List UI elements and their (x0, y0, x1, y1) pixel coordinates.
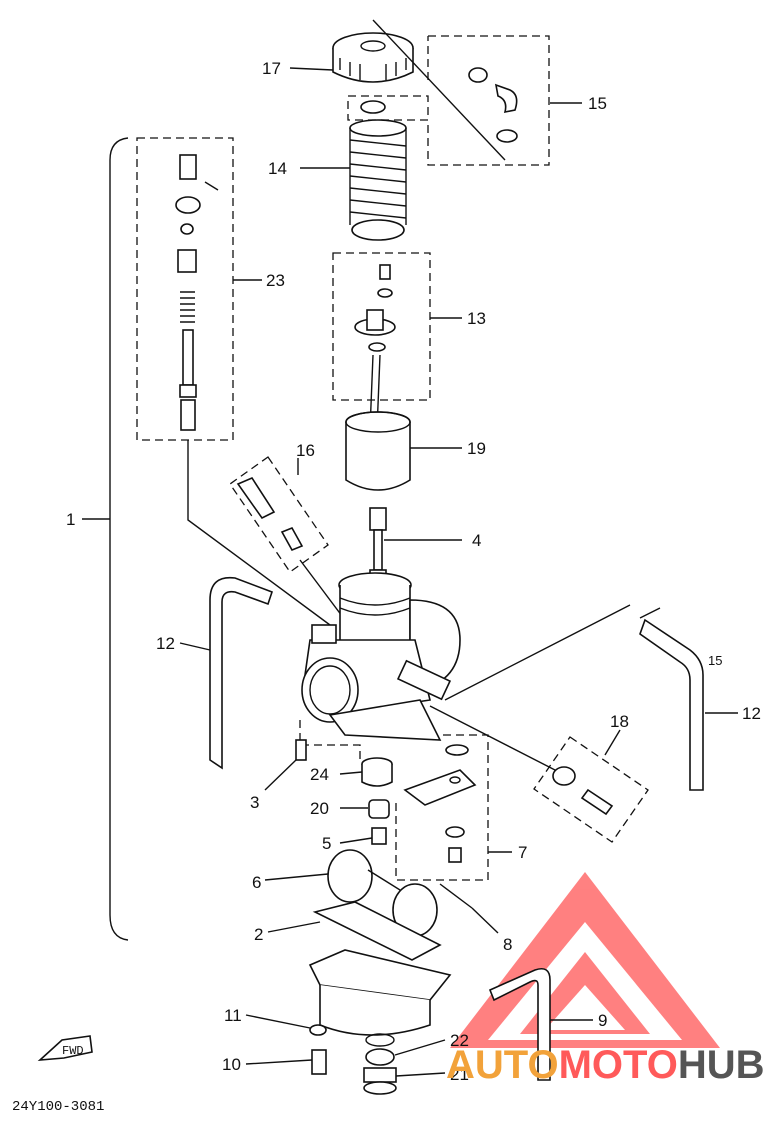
group-box-15-lower (347, 95, 429, 121)
watermark-text: AUTOMOTOHUB (446, 1043, 765, 1087)
label-7: 7 (518, 843, 527, 862)
part-spring-14 (349, 119, 407, 241)
part-plug-21 (363, 1067, 397, 1095)
part-plate-7 (403, 744, 477, 863)
leader-lines (179, 67, 738, 1077)
label-8: 8 (503, 935, 512, 954)
label-1: 1 (66, 510, 75, 529)
label-3: 3 (250, 793, 259, 812)
part-valve-24 (361, 757, 393, 787)
hose-9 (488, 967, 551, 1081)
label-17: 17 (262, 59, 281, 78)
assembly-bracket (109, 137, 129, 941)
carburetor-body (301, 572, 461, 741)
label-12-right: 12 (742, 704, 761, 723)
part-screw-3 (295, 739, 307, 761)
group-box-23 (136, 137, 234, 441)
part-washer-11 (309, 1024, 327, 1036)
part-jet-4 (369, 507, 387, 581)
hose-12-left (209, 576, 274, 770)
label-15-right: 15 (708, 653, 722, 668)
part-gasket-22 (365, 1048, 395, 1066)
diagram-code: 24Y100-3081 (12, 1099, 104, 1115)
label-23: 23 (266, 271, 285, 290)
label-24: 24 (310, 765, 329, 784)
part-jet-20 (368, 799, 390, 819)
label-20: 20 (310, 799, 329, 818)
label-19: 19 (467, 439, 486, 458)
fwd-arrow-icon: FWD (37, 1035, 93, 1061)
label-5: 5 (322, 834, 331, 853)
label-2: 2 (254, 925, 263, 944)
part-bolt-10 (311, 1049, 327, 1075)
part-gasket-2 (312, 901, 442, 961)
label-12-left: 12 (156, 634, 175, 653)
group-box-7 (299, 720, 489, 881)
part-screw-18 (552, 766, 614, 816)
label-15: 15 (588, 94, 607, 113)
group-box-15 (427, 35, 550, 166)
part-slide-19 (345, 411, 411, 491)
group-box-13 (332, 252, 431, 401)
part-jet-5 (371, 827, 387, 845)
watermark-logo (450, 872, 720, 1048)
part-stack-23 (175, 154, 219, 431)
part-needle-13 (354, 264, 396, 431)
label-9: 9 (598, 1011, 607, 1030)
label-13: 13 (467, 309, 486, 328)
group-box-18 (533, 736, 649, 843)
label-14: 14 (268, 159, 287, 178)
part-bowl (308, 949, 452, 1047)
label-21: 21 (450, 1065, 469, 1084)
group-box-16 (229, 456, 329, 573)
hose-12-right (639, 618, 704, 791)
part-airscrew-16 (236, 476, 304, 552)
label-22: 22 (450, 1031, 469, 1050)
fwd-label: FWD (62, 1044, 84, 1058)
part-elbow-15 (468, 67, 518, 143)
label-6: 6 (252, 873, 261, 892)
part-cap-17 (332, 32, 414, 83)
label-11: 11 (224, 1006, 242, 1025)
part-washer (360, 100, 386, 114)
label-18: 18 (610, 712, 629, 731)
label-4: 4 (472, 531, 481, 550)
part-pin-8 (439, 883, 473, 909)
label-10: 10 (222, 1055, 241, 1074)
label-16: 16 (296, 441, 315, 460)
